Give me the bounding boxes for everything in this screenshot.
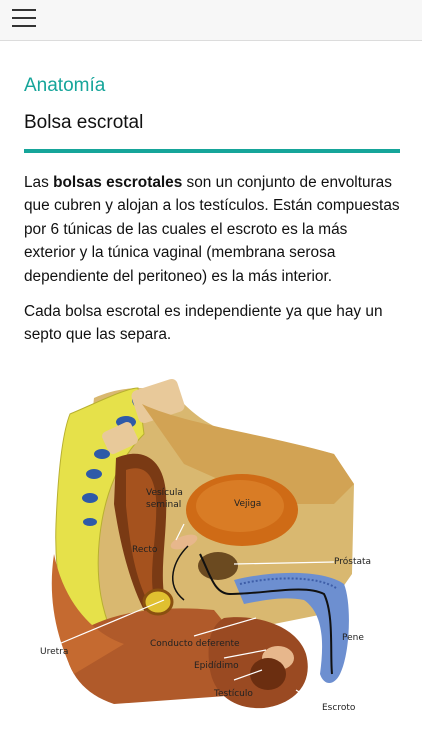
label-conducto-deferente: Conducto deferente	[150, 639, 240, 649]
article: Anatomía Bolsa escrotal Las bolsas escro…	[24, 74, 400, 347]
label-escroto: Escroto	[322, 703, 356, 713]
label-uretra: Uretra	[40, 647, 68, 657]
label-recto: Recto	[132, 545, 158, 555]
top-bar	[0, 0, 422, 41]
label-prostata: Próstata	[334, 556, 371, 567]
label-vesicula: Vesícula	[146, 488, 183, 498]
label-seminal: seminal	[146, 500, 181, 510]
label-pene: Pene	[342, 633, 364, 643]
paragraph-1: Las bolsas escrotales son un conjunto de…	[24, 174, 400, 285]
section-title: Anatomía	[24, 75, 106, 96]
page-title: Bolsa escrotal	[24, 112, 144, 133]
title-divider	[24, 149, 400, 153]
anatomy-diagram: Vesícula seminal Vejiga Recto Próstata P…	[40, 378, 371, 713]
label-epididimo: Epidídimo	[194, 661, 239, 671]
hamburger-menu-icon[interactable]	[12, 7, 38, 29]
label-testiculo: Testículo	[213, 689, 253, 699]
paragraph-2: Cada bolsa escrotal es independiente ya …	[24, 303, 383, 344]
label-vejiga: Vejiga	[234, 499, 261, 509]
bold-term: bolsas escrotales	[53, 174, 183, 191]
